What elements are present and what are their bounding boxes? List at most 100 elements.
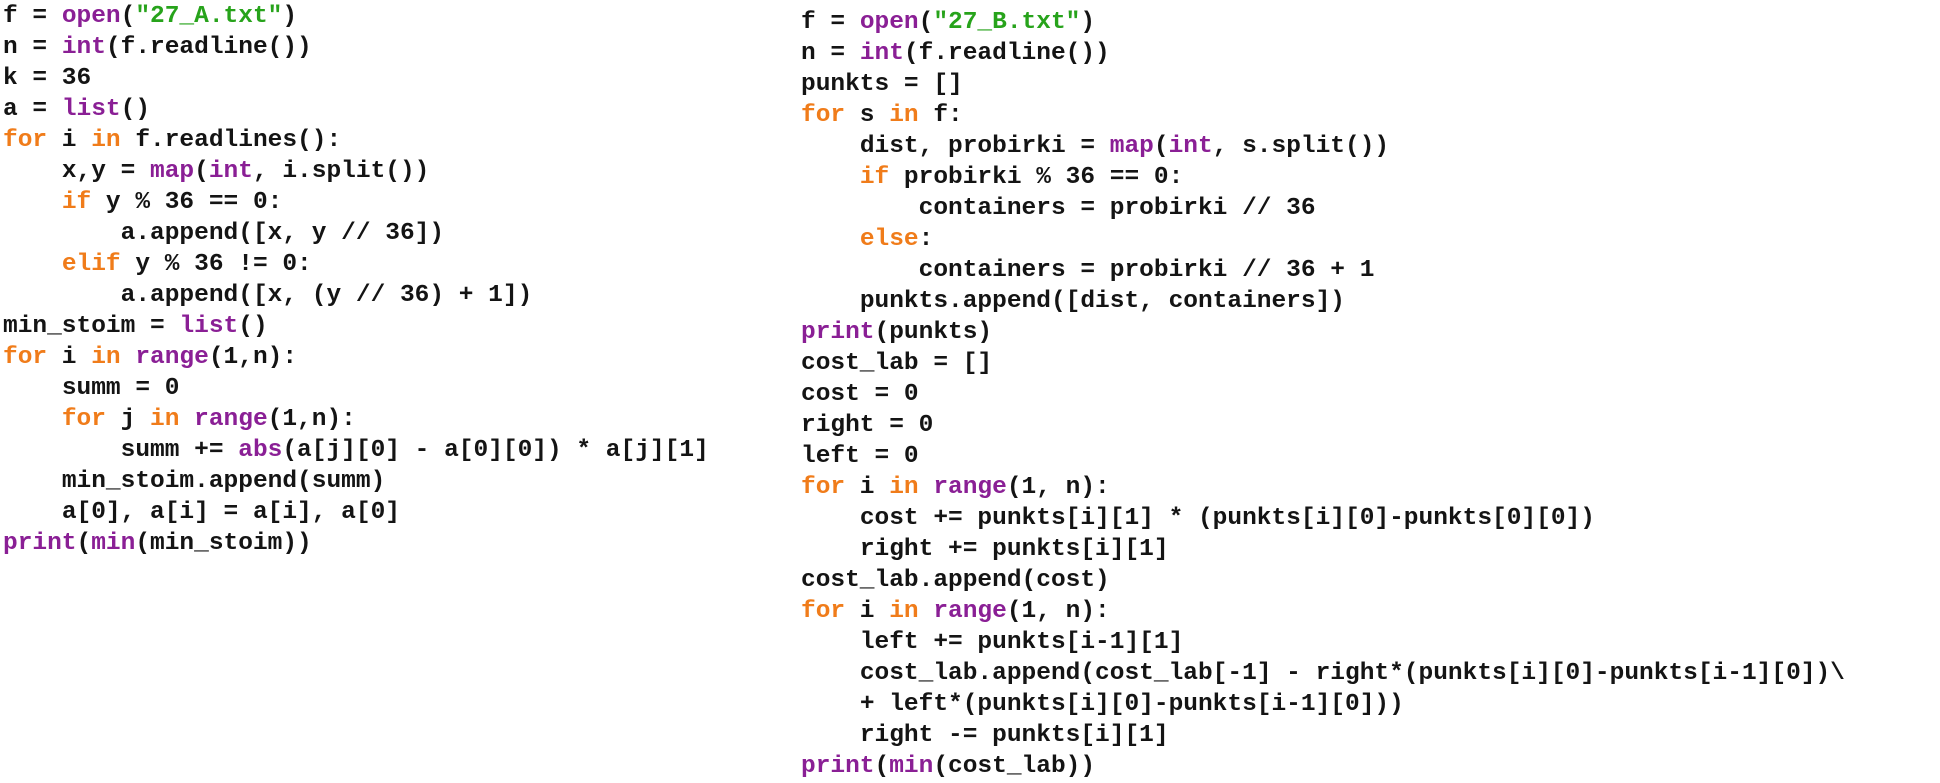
code-text: summ = 0 xyxy=(61,375,180,402)
code-line: dist, probirki = map(int, s.split()) xyxy=(801,131,1845,162)
code-text xyxy=(179,406,194,433)
code-text: f: xyxy=(918,102,963,129)
code-indent xyxy=(801,226,860,253)
code-line: else: xyxy=(801,224,1845,255)
code-text: j xyxy=(105,406,151,433)
code-pane-b: f = open("27_B.txt")n = int(f.readline()… xyxy=(801,7,1845,782)
code-text: , i.split()) xyxy=(252,158,430,185)
code-builtin: int xyxy=(859,40,904,67)
code-indent xyxy=(3,189,62,216)
code-line: x,y = map(int, i.split()) xyxy=(3,156,709,187)
code-line: for i in f.readlines(): xyxy=(3,125,709,156)
code-line: summ = 0 xyxy=(3,373,709,404)
code-pane-a: f = open("27_A.txt")n = int(f.readline()… xyxy=(3,1,709,559)
code-builtin: print xyxy=(3,530,77,557)
code-text: ( xyxy=(76,530,92,557)
code-indent xyxy=(3,220,121,247)
code-indent xyxy=(801,288,860,315)
code-builtin: min xyxy=(889,753,934,780)
code-indent xyxy=(3,375,62,402)
code-indent xyxy=(801,195,919,222)
code-text: containers = probirki // 36 xyxy=(918,195,1316,222)
code-keyword: in xyxy=(91,127,121,154)
code-text: ( xyxy=(874,753,890,780)
code-builtin: print xyxy=(801,319,875,346)
code-builtin: open xyxy=(61,3,121,30)
code-builtin: open xyxy=(859,9,919,36)
code-keyword: for xyxy=(61,406,106,433)
code-line: cost += punkts[i][1] * (punkts[i][0]-pun… xyxy=(801,503,1845,534)
code-builtin: list xyxy=(179,313,239,340)
code-text: left = 0 xyxy=(801,443,919,470)
code-keyword: elif xyxy=(61,251,121,278)
code-text: () xyxy=(238,313,268,340)
code-text: ( xyxy=(120,3,136,30)
code-line: cost = 0 xyxy=(801,379,1845,410)
code-keyword: if xyxy=(61,189,92,216)
code-line: for j in range(1,n): xyxy=(3,404,709,435)
code-line: cost_lab.append(cost_lab[-1] - right*(pu… xyxy=(801,658,1845,689)
code-line: right += punkts[i][1] xyxy=(801,534,1845,565)
code-indent xyxy=(801,660,860,687)
code-text: (a[j][0] - a[0][0]) * a[j][1] xyxy=(282,437,709,464)
code-text: a.append([x, (y // 36) + 1]) xyxy=(120,282,533,309)
code-builtin: range xyxy=(933,598,1007,625)
code-line: print(punkts) xyxy=(801,317,1845,348)
code-text: f = xyxy=(3,3,62,30)
code-indent xyxy=(3,437,121,464)
code-text: x,y = xyxy=(61,158,151,185)
code-text: i xyxy=(845,598,890,625)
code-line: for i in range(1, n): xyxy=(801,596,1845,627)
code-line: a.append([x, y // 36]) xyxy=(3,218,709,249)
code-keyword: for xyxy=(801,598,846,625)
code-text: right -= punkts[i][1] xyxy=(859,722,1169,749)
code-builtin: abs xyxy=(238,437,283,464)
code-text: y % 36 == 0: xyxy=(91,189,283,216)
code-text: : xyxy=(918,226,934,253)
code-builtin: int xyxy=(208,158,253,185)
code-keyword: else xyxy=(859,226,919,253)
code-text: (min_stoim)) xyxy=(135,530,312,557)
code-builtin: map xyxy=(1109,133,1154,160)
code-text: (1, n): xyxy=(1006,598,1110,625)
code-text: s xyxy=(845,102,890,129)
code-line: cost_lab.append(cost) xyxy=(801,565,1845,596)
code-builtin: map xyxy=(150,158,195,185)
code-text xyxy=(919,598,934,625)
code-text: min_stoim.append(summ) xyxy=(61,468,386,495)
code-text: a.append([x, y // 36]) xyxy=(120,220,445,247)
code-text: (1, n): xyxy=(1006,474,1110,501)
code-text: containers = probirki // 36 + 1 xyxy=(918,257,1375,284)
code-line: if y % 36 == 0: xyxy=(3,187,709,218)
code-text: cost_lab = [] xyxy=(801,350,993,377)
code-line: a[0], a[i] = a[i], a[0] xyxy=(3,497,709,528)
code-text: ) xyxy=(282,3,298,30)
code-line: for i in range(1,n): xyxy=(3,342,709,373)
code-text: cost_lab.append(cost_lab[-1] - right*(pu… xyxy=(859,660,1845,687)
code-text: ( xyxy=(194,158,209,185)
code-text: cost = 0 xyxy=(801,381,919,408)
code-line: cost_lab = [] xyxy=(801,348,1845,379)
code-text: (f.readline()) xyxy=(105,34,312,61)
code-text: k = 36 xyxy=(3,65,92,92)
code-line: for i in range(1, n): xyxy=(801,472,1845,503)
code-text: (1,n): xyxy=(208,344,298,371)
code-line: a = list() xyxy=(3,94,709,125)
code-indent xyxy=(801,505,860,532)
code-builtin: range xyxy=(933,474,1007,501)
code-line: right = 0 xyxy=(801,410,1845,441)
code-text: i xyxy=(845,474,890,501)
code-text: () xyxy=(120,96,151,123)
code-text: punkts.append([dist, containers]) xyxy=(859,288,1345,315)
code-text: n = xyxy=(3,34,62,61)
code-line: punkts.append([dist, containers]) xyxy=(801,286,1845,317)
code-keyword: in xyxy=(889,598,919,625)
code-text: (cost_lab)) xyxy=(933,753,1096,780)
code-line: a.append([x, (y // 36) + 1]) xyxy=(3,280,709,311)
code-text: a[0], a[i] = a[i], a[0] xyxy=(61,499,400,526)
code-keyword: in xyxy=(889,102,919,129)
code-keyword: if xyxy=(859,164,890,191)
code-text: min_stoim = xyxy=(3,313,180,340)
code-text: ( xyxy=(918,9,934,36)
code-indent xyxy=(3,282,121,309)
